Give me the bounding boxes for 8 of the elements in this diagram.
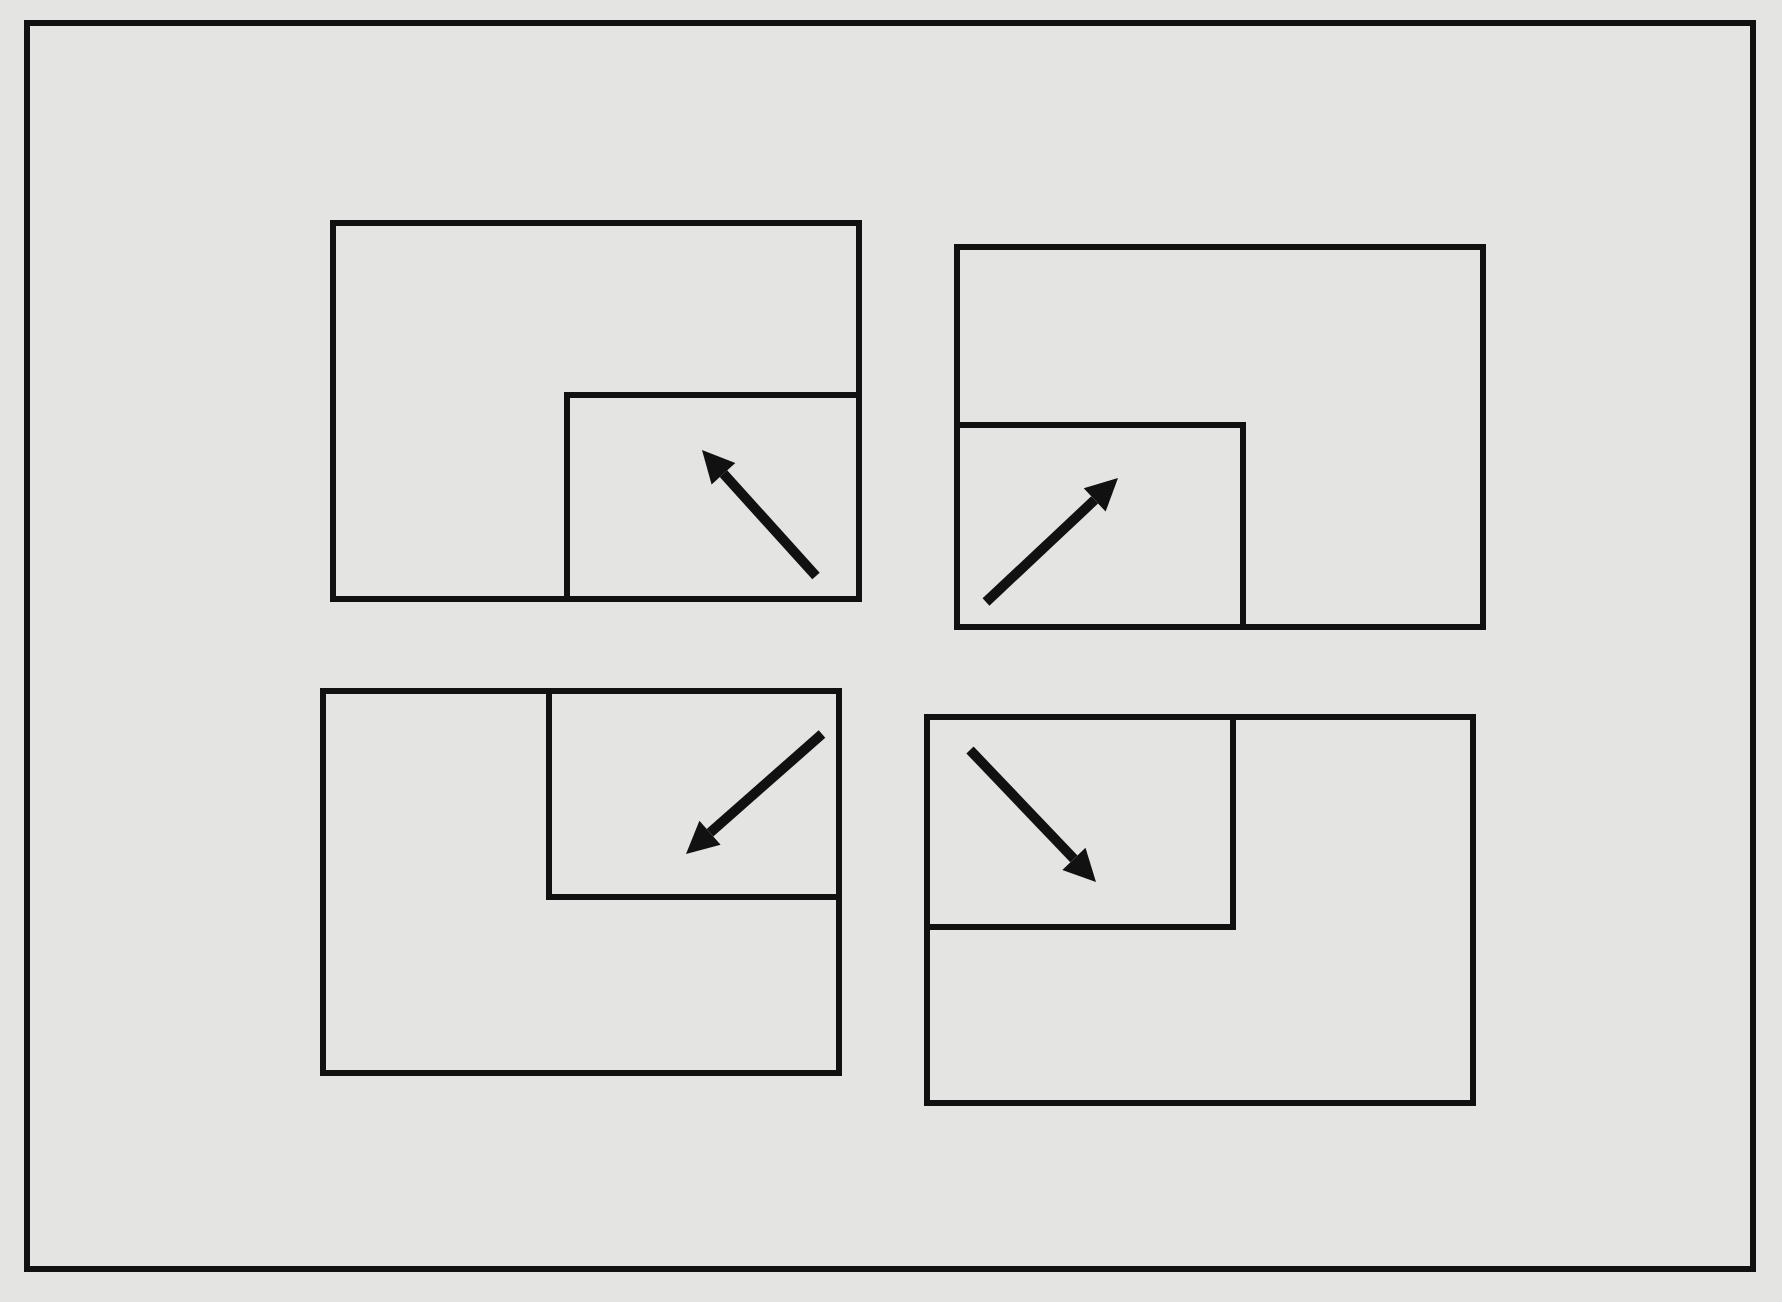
inner-box bbox=[546, 688, 842, 900]
outer-box bbox=[320, 688, 842, 1076]
inner-box bbox=[564, 392, 862, 602]
outer-box bbox=[954, 244, 1486, 630]
outer-box bbox=[330, 220, 862, 602]
inner-box bbox=[954, 422, 1246, 630]
outer-box bbox=[924, 714, 1476, 1106]
inner-box bbox=[924, 714, 1236, 930]
